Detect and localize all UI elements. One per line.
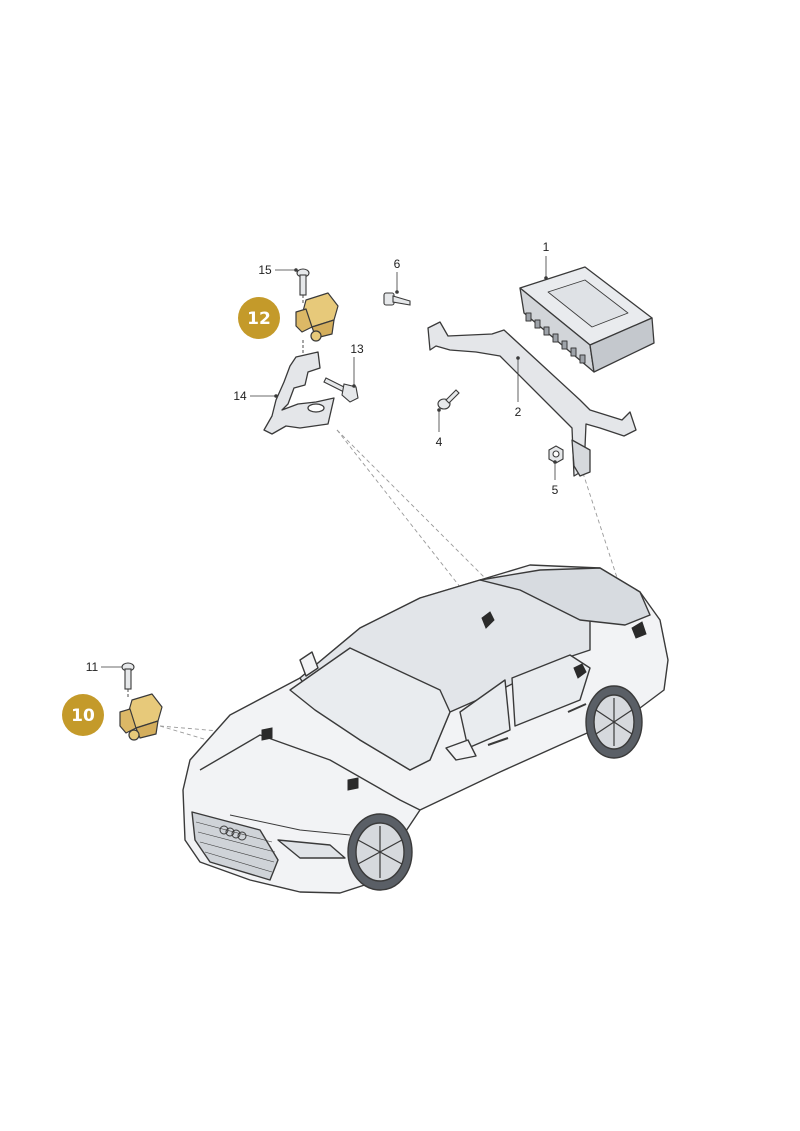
callout-dots <box>122 268 557 669</box>
badge-12-label: 12 <box>247 309 271 329</box>
callout-5[interactable]: 5 <box>552 483 559 497</box>
callout-11[interactable]: 11 <box>86 660 99 674</box>
bolt-6-icon <box>383 292 411 306</box>
bolt-13-icon <box>323 377 359 403</box>
callout-14[interactable]: 14 <box>233 389 247 403</box>
car-illustration <box>182 564 669 894</box>
badge-10-label: 10 <box>71 706 95 726</box>
callout-1[interactable]: 1 <box>543 240 550 254</box>
callout-15[interactable]: 15 <box>258 263 272 277</box>
badge-10[interactable]: 10 <box>62 694 104 736</box>
callout-leaders <box>101 256 556 668</box>
crash-sensor-10-icon <box>119 693 163 741</box>
badge-12[interactable]: 12 <box>238 297 280 339</box>
car-mount-points <box>261 611 647 791</box>
bolt-15-icon <box>296 268 310 296</box>
callout-6[interactable]: 6 <box>394 257 401 271</box>
nut-5-icon <box>548 445 564 464</box>
bolt-11-icon <box>121 662 135 690</box>
control-unit-bracket-icon <box>427 321 637 477</box>
airbag-control-unit-icon <box>519 266 655 373</box>
crash-sensor-12-icon <box>295 292 339 342</box>
sensor-bracket-14-icon <box>263 351 335 435</box>
bolt-4-icon <box>437 389 460 410</box>
callout-13[interactable]: 13 <box>350 342 364 356</box>
callout-4[interactable]: 4 <box>436 435 443 449</box>
callout-2[interactable]: 2 <box>515 405 522 419</box>
